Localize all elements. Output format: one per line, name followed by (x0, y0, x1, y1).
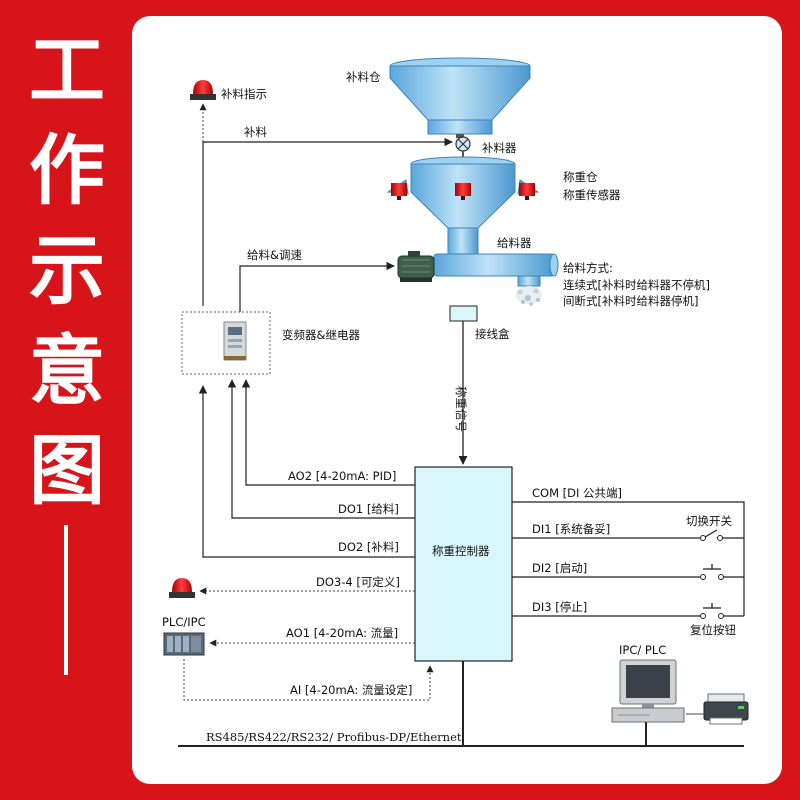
com-label: COM [DI 公共端] (532, 486, 622, 500)
junction-box (449, 305, 478, 322)
title-divider (64, 525, 68, 675)
ai-label: AI [4-20mA: 流量设定] (290, 683, 412, 697)
feed-mode-intermittent: 间断式[补料时给料器停机] (563, 294, 698, 308)
ipc-plc-label: IPC/ PLC (619, 643, 666, 657)
refill-bin (389, 57, 531, 135)
feeder-screw (433, 253, 559, 287)
title-char-1: 工 (29, 26, 105, 115)
weigh-controller (414, 466, 513, 662)
title-char-2: 作 (29, 126, 105, 215)
refill-line-label: 补料 (244, 125, 267, 139)
plc-device (163, 632, 205, 656)
com-line (512, 501, 745, 616)
do2-line (198, 385, 415, 558)
do1-label: DO1 [给料] (338, 502, 399, 516)
weigh-signal-label: 称重信号 (454, 386, 468, 432)
title-char-5: 图 (29, 426, 105, 515)
feeder-motor (397, 251, 435, 282)
weigh-sensors (391, 183, 535, 200)
refill-feeder-label: 补料器 (482, 141, 517, 155)
computer-icon (611, 659, 685, 723)
title-char-4: 意 (29, 326, 105, 415)
refill-indicator-lamp (190, 80, 216, 100)
reset-button-label: 复位按钮 (690, 623, 736, 637)
do1-line (227, 379, 415, 519)
vfd-relay-label: 变频器&继电器 (282, 328, 360, 342)
vfd-device (223, 321, 247, 361)
di3-label: DI3 [停止] (532, 600, 587, 614)
weigh-bin-label: 称重仓 (563, 170, 598, 184)
plc-ipc-label: PLC/IPC (162, 615, 206, 629)
refill-feeder-valve (455, 134, 471, 162)
selector-switch (700, 529, 744, 541)
switch-label: 切换开关 (686, 514, 732, 528)
material-discharge (516, 286, 542, 306)
feed-speed-label: 给料&调速 (247, 248, 302, 262)
do2-label: DO2 [补料] (338, 540, 399, 554)
feed-mode-title: 给料方式: (563, 261, 613, 275)
refill-bin-label: 补料仓 (346, 70, 381, 84)
refill-indicator-label: 补料指示 (221, 87, 267, 101)
alarm-lamp (169, 578, 195, 598)
ao2-line (241, 379, 415, 486)
ao1-label: AO1 [4-20mA: 流量] (286, 626, 398, 640)
di2-label: DI2 [启动] (532, 561, 587, 575)
ai-line (183, 659, 434, 701)
feed-speed-line (239, 261, 395, 312)
feeder-label: 给料器 (497, 236, 532, 250)
do34-label: DO3-4 [可定义] (316, 575, 400, 589)
weigh-sensor-label: 称重传感器 (563, 188, 621, 202)
junction-box-label: 接线盒 (475, 327, 510, 341)
title-char-3: 示 (29, 226, 105, 315)
refill-control-line (202, 137, 453, 306)
bus-label: RS485/RS422/RS232/ Profibus-DP/Ethernet (206, 730, 462, 744)
ao2-label: AO2 [4-20mA: PID] (288, 469, 396, 483)
printer-icon (703, 693, 749, 725)
stop-button (700, 603, 744, 619)
start-button (700, 564, 744, 580)
title-column: 工 作 示 意 图 (0, 0, 132, 800)
weigh-controller-label: 称重控制器 (432, 544, 490, 558)
di1-label: DI1 [系统备妥] (532, 522, 610, 536)
feed-mode-continuous: 连续式[补料时给料器不停机] (563, 278, 710, 292)
